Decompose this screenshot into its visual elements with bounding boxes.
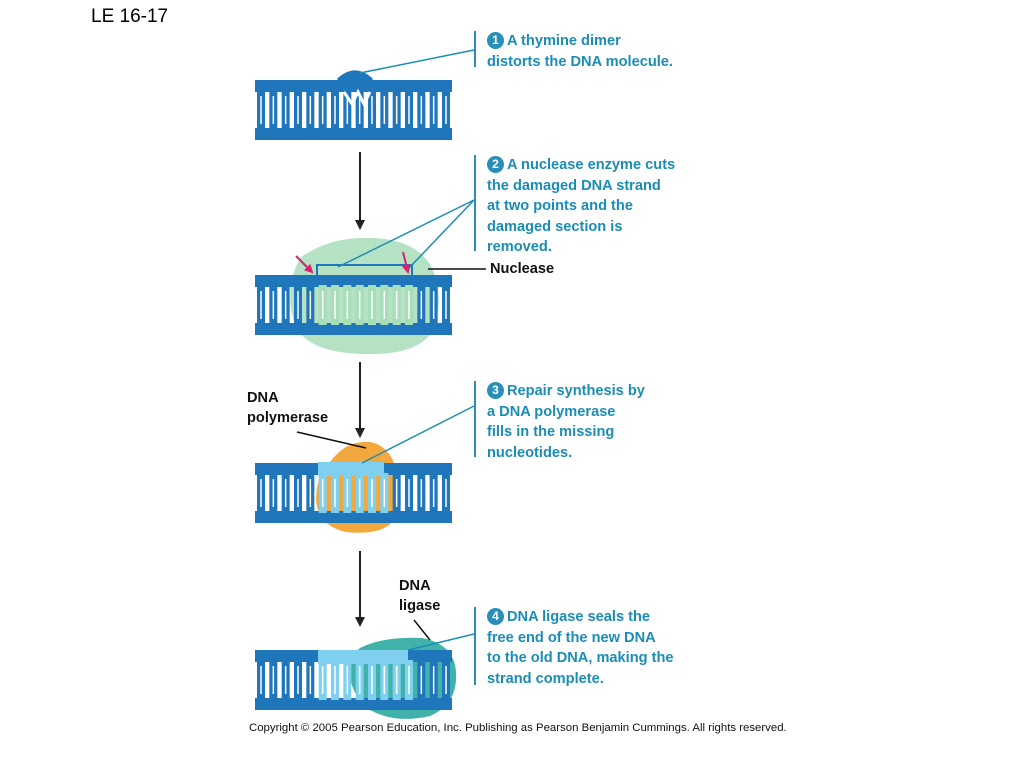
step-2-text: A nuclease enzyme cuts the damaged DNA s… [487,157,676,255]
bottom-strand [255,323,452,335]
bottom-strand [255,128,452,140]
slide-title: LE 16-17 [91,6,169,27]
step-4-text: DNA ligase seals the free end of the new… [487,609,674,687]
dna-polymerase-label: DNA polymerase [247,390,329,426]
cut-arrow-right [401,251,411,274]
step-1-number: 1 [487,32,504,49]
nuclease-label: Nuclease [490,261,555,277]
step-3-bar [474,381,476,457]
new-dna-segment-3 [318,462,384,476]
copyright-notice: Copyright © 2005 Pearson Education, Inc.… [249,722,787,734]
dna-ligase-label: DNA ligase [399,578,441,614]
step-4-number: 4 [487,608,504,625]
callout-1 [359,49,475,74]
dna-ladder-1 [255,80,452,140]
step-2-bar [474,155,476,251]
step-2-number: 2 [487,156,504,173]
bottom-strand [255,698,452,710]
removed-section-outline [316,264,413,278]
new-dna-segment-4 [318,650,408,664]
ligase-leader [413,619,431,641]
top-strand [255,80,452,92]
bottom-strand [255,511,452,523]
cut-arrow-left [295,255,314,274]
callout-2b [409,199,475,268]
callout-3 [361,405,475,464]
callout-2a [337,199,475,268]
step-1-bar [474,31,476,67]
dna-ladder-4 [255,650,452,710]
callout-4 [407,633,475,651]
step-3-text: Repair synthesis by a DNA polymerase fil… [487,383,645,461]
step-4-bar [474,607,476,685]
step-3-number: 3 [487,382,504,399]
polymerase-leader [296,431,367,449]
thymine-dimer [336,70,374,82]
step-1-text: A thymine dimer distorts the DNA molecul… [487,33,673,70]
